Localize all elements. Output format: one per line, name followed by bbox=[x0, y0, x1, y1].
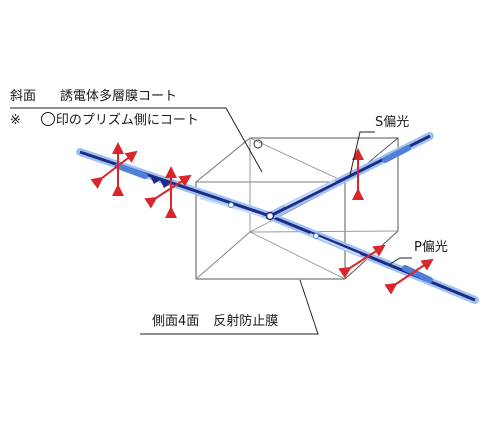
side-heading: 側面4面 bbox=[152, 314, 200, 329]
p-pol-arrow-1-icon bbox=[338, 244, 386, 279]
exit-point-p bbox=[313, 233, 319, 239]
slope-heading: 斜面 bbox=[10, 89, 37, 104]
coating-side-circle-mark bbox=[253, 139, 263, 149]
input-pol-diagonal-icon bbox=[90, 150, 138, 189]
input-beam bbox=[76, 148, 274, 220]
split-point bbox=[265, 211, 275, 221]
note-text: 印のプリズム側にコート bbox=[55, 113, 199, 128]
leader-side bbox=[140, 279, 319, 335]
entry-point bbox=[228, 202, 234, 208]
hypotenuse-plane bbox=[195, 181, 346, 280]
input-pol-diagonal-2-icon bbox=[144, 174, 192, 209]
p-polarization-label: P偏光 bbox=[414, 240, 448, 255]
leader-s bbox=[349, 131, 375, 176]
s-polarization-label: S偏光 bbox=[375, 115, 410, 130]
leader-lines bbox=[10, 107, 412, 335]
p-beam bbox=[266, 212, 479, 304]
s-beam bbox=[266, 132, 434, 220]
hypotenuse-edge bbox=[249, 137, 346, 183]
p-pol-arrow-2-icon bbox=[384, 258, 434, 295]
slope-label: 斜面 誘電体多層膜コート bbox=[10, 90, 177, 103]
leader-p bbox=[389, 257, 412, 265]
side-label: 側面4面反射防止膜 bbox=[152, 315, 278, 328]
note-label: ※ 印のプリズム側にコート bbox=[10, 112, 199, 127]
note-mark: ※ bbox=[10, 113, 21, 128]
circle-mark-icon bbox=[40, 112, 55, 126]
leader-slope bbox=[10, 107, 263, 173]
polarization-arrows bbox=[90, 142, 434, 295]
hypotenuse-edge-lower bbox=[249, 231, 346, 280]
side-coating: 反射防止膜 bbox=[213, 314, 279, 329]
slope-coating: 誘電体多層膜コート bbox=[60, 89, 178, 104]
